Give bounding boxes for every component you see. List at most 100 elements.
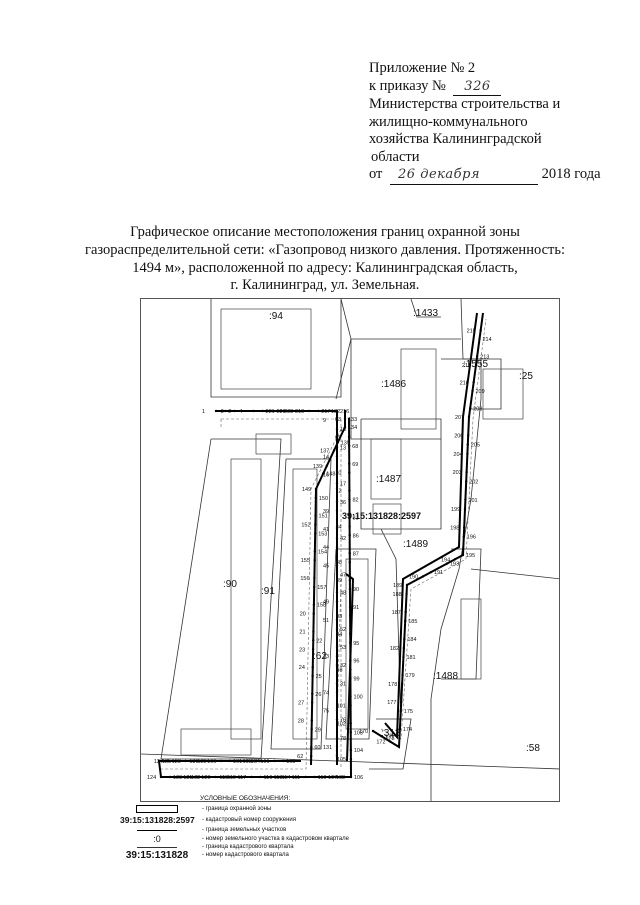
vertex-number-label: 28: [298, 718, 304, 724]
vertex-point: [312, 639, 315, 642]
vertex-point: [348, 498, 351, 501]
vertex-number-label: 104: [354, 748, 363, 754]
vertex-number-label: 191: [434, 570, 443, 576]
vertex-number-label: 78: [340, 736, 346, 742]
vertex-point: [349, 659, 352, 662]
vertex-point: [349, 668, 352, 671]
vertex-number-label: 173: [385, 736, 394, 742]
vertex-number-label: 201: [468, 498, 477, 504]
vertex-point: [349, 731, 352, 734]
legend-row-cadastral-number: 39:15:131828:2597 - кадастровый номер со…: [120, 815, 520, 827]
vertex-point: [311, 665, 314, 669]
vertex-point: [335, 682, 339, 685]
vertex-point: [348, 516, 351, 519]
vertex-number-label: 188: [393, 592, 402, 598]
vertex-point: [349, 775, 353, 779]
vertex-number-label: 39: [323, 509, 329, 515]
vertex-number-label: 20: [300, 612, 306, 618]
parcel-label: :94: [269, 311, 283, 322]
parcel-label: :1489: [403, 539, 428, 550]
vertex-point: [313, 576, 316, 580]
legend-symbol-quarter-boundary: [120, 847, 194, 848]
vertex-number-label: 22: [316, 638, 322, 644]
vertex-point: [157, 759, 161, 763]
vertex-number-label: 209: [476, 389, 485, 395]
vertex-number-label: 3: [221, 409, 224, 415]
vertex-number-label: 205: [471, 443, 480, 449]
vertex-point: [478, 337, 481, 341]
date-suffix: 2018 года: [541, 166, 601, 182]
parcel-labels: :94 :1433 :1555 :25 :1486 :1487 :1489 :9…: [223, 308, 540, 754]
parcel-label: :25: [519, 371, 533, 382]
vertex-point: [400, 682, 404, 686]
vertex-point: [467, 415, 471, 419]
vertex-number-label: 217: [321, 409, 330, 415]
legend-symbol-quarter-number: 39:15:131828: [125, 850, 189, 861]
vertex-point: [214, 409, 218, 413]
vertex-point: [453, 558, 457, 561]
vertex-number-label: 95: [353, 641, 359, 647]
vertex-number-label: 31: [340, 681, 346, 687]
vertex-number-label: 91: [353, 605, 359, 611]
vertex-number-label: 93: [336, 614, 342, 620]
vertex-point: [314, 523, 317, 526]
vertex-point: [255, 759, 258, 763]
appendix-line5: хозяйства Калининградской: [369, 131, 542, 147]
vertex-point: [289, 409, 292, 413]
vertex-number-label: 182: [390, 646, 399, 652]
vertex-number-label: 165: [243, 759, 252, 765]
vertex-number-label: 198: [450, 525, 459, 531]
vertex-number-label: 25: [316, 674, 322, 680]
vertex-point: [168, 775, 172, 779]
vertex-number-label: 36: [340, 500, 346, 506]
vertex-point: [404, 619, 407, 623]
vertex-point: [349, 748, 353, 752]
vertex-point: [224, 409, 227, 413]
vertex-point: [335, 654, 339, 658]
parcel-label: :1433: [413, 308, 438, 319]
vertex-point: [313, 775, 317, 779]
vertex-point: [310, 701, 314, 704]
parcel-label: :1487: [376, 474, 401, 485]
vertex-number-label: 223: [284, 409, 293, 415]
vertex-point: [349, 641, 352, 644]
vertex-number-label: 1: [202, 409, 205, 415]
vertex-point: [310, 719, 314, 722]
legend-row-quarter-number: 39:15:131828 - номер кадастрового кварта…: [120, 850, 520, 862]
vertex-point: [325, 464, 329, 467]
vertex-number-label: 103: [354, 730, 363, 736]
vertex-number-label: 60: [314, 745, 320, 751]
vertex-point: [335, 536, 339, 540]
vertex-number-label: 132: [331, 409, 340, 415]
vertex-number-label: 131: [323, 745, 332, 751]
vertex-point: [472, 381, 475, 384]
vertex-number-label: 160: [207, 759, 216, 765]
vertex-point: [348, 561, 351, 564]
legend-symbol-zone: [120, 805, 194, 813]
vertex-number-label: 48: [340, 591, 346, 597]
vertex-point: [402, 655, 405, 659]
title-line4: г. Калининград, ул. Земельная.: [230, 277, 420, 294]
legend-symbol-cad-number: 39:15:131828:2597: [120, 815, 195, 825]
vertex-number-label: 154: [318, 549, 327, 555]
vertex-point: [348, 489, 351, 492]
vertex-point: [475, 355, 479, 358]
vertex-number-label: 148: [326, 472, 335, 478]
vertex-point: [348, 462, 351, 465]
vertex-point: [371, 729, 375, 733]
vertex-point: [286, 775, 289, 779]
vertex-number-label: 86: [353, 533, 359, 539]
vertex-number-label: 102: [337, 721, 346, 727]
vertex-point: [403, 637, 406, 641]
legend-row-protection-zone: - граница охранной зоны: [120, 804, 520, 816]
vertex-point: [465, 471, 468, 474]
vertex-point: [309, 754, 313, 758]
vertex-point: [465, 480, 468, 483]
vertex-number-label: 221: [266, 409, 275, 415]
vertex-point: [261, 409, 264, 413]
vertex-number-label: 166: [260, 759, 269, 765]
vertex-number-label: 157: [317, 585, 326, 591]
vertex-number-label: 16: [323, 473, 329, 479]
vertex-number-label: 76: [340, 718, 346, 724]
vertex-point: [348, 534, 351, 537]
